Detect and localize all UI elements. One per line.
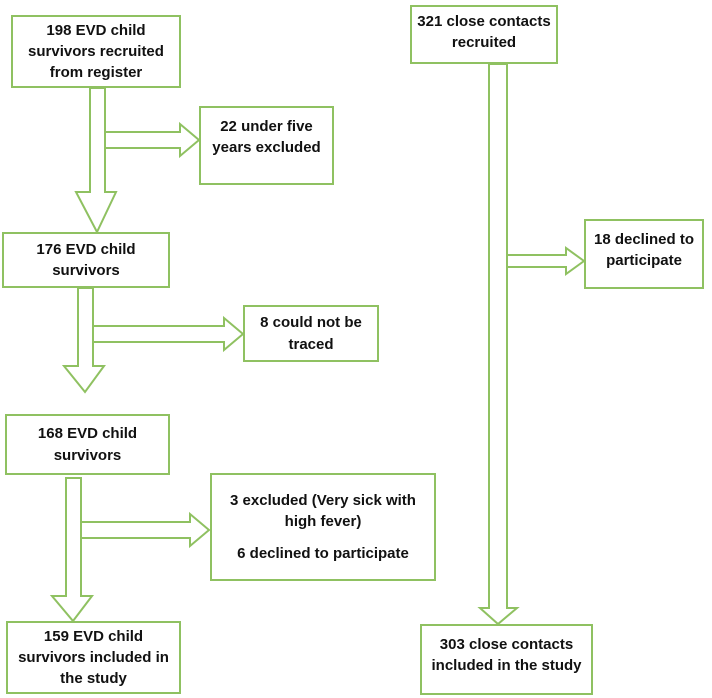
box-198-line-3: from register (49, 64, 143, 82)
box-168-line-2: survivors (53, 446, 122, 464)
box-18-line-2: participate (606, 252, 682, 270)
arrow-right-to-18-declined (506, 246, 586, 276)
box-22-excluded: 22 under five years excluded (199, 106, 334, 185)
box-8-not-traced: 8 could not be traced (243, 305, 379, 362)
arrow-right-to-8-not-traced (92, 315, 245, 353)
box-159-line-2: survivors included in (18, 648, 169, 666)
arrow-down-198-to-176 (74, 87, 118, 235)
box-321-line-1: 321 close contacts (417, 13, 551, 30)
box-176-line-2: survivors (52, 262, 120, 279)
box-303-included: 303 close contacts included in the study (420, 624, 593, 695)
box-6-declined-line: 6 declined to participate (237, 544, 409, 562)
box-168-line-1: 168 EVD child (37, 425, 138, 443)
box-159-line-1: 159 EVD child (43, 627, 144, 645)
arrow-down-168-to-159 (49, 477, 95, 623)
arrow-down-176-to-168 (61, 287, 106, 394)
box-168-survivors: 168 EVD child survivors (5, 414, 170, 475)
box-198-line-1: 198 EVD child (46, 21, 146, 39)
box-3-excluded-line-1: 3 excluded (Very sick with (230, 492, 416, 510)
box-8-line-2: traced (288, 335, 334, 353)
box-303-line-2: included in the study (431, 657, 582, 675)
box-22-line-2: years excluded (212, 139, 321, 157)
box-321-recruited: 321 close contacts recruited (410, 5, 558, 64)
box-excluded-declined: 3 excluded (Very sick with high fever) 6… (210, 473, 436, 581)
box-18-declined: 18 declined to participate (584, 219, 704, 289)
arrow-down-321-to-303 (477, 63, 520, 626)
box-176-line-1: 176 EVD child (36, 240, 136, 258)
box-198-recruited: 198 EVD child survivors recruited from r… (11, 15, 181, 88)
arrow-right-to-excluded-declined (80, 511, 211, 549)
box-198-line-2: survivors recruited (28, 42, 164, 60)
box-176-survivors: 176 EVD child survivors (2, 232, 170, 288)
box-8-line-1: 8 could not be (260, 314, 362, 332)
arrow-right-to-22-excluded (104, 121, 201, 159)
box-3-excluded-line-2: high fever) (284, 513, 362, 531)
box-159-line-3: the study (60, 670, 127, 688)
box-321-line-2: recruited (451, 34, 517, 52)
box-18-line-1: 18 declined to (593, 231, 695, 248)
box-22-line-1: 22 under five (220, 118, 313, 135)
box-159-included: 159 EVD child survivors included in the … (6, 621, 181, 694)
box-303-line-1: 303 close contacts (439, 636, 574, 653)
